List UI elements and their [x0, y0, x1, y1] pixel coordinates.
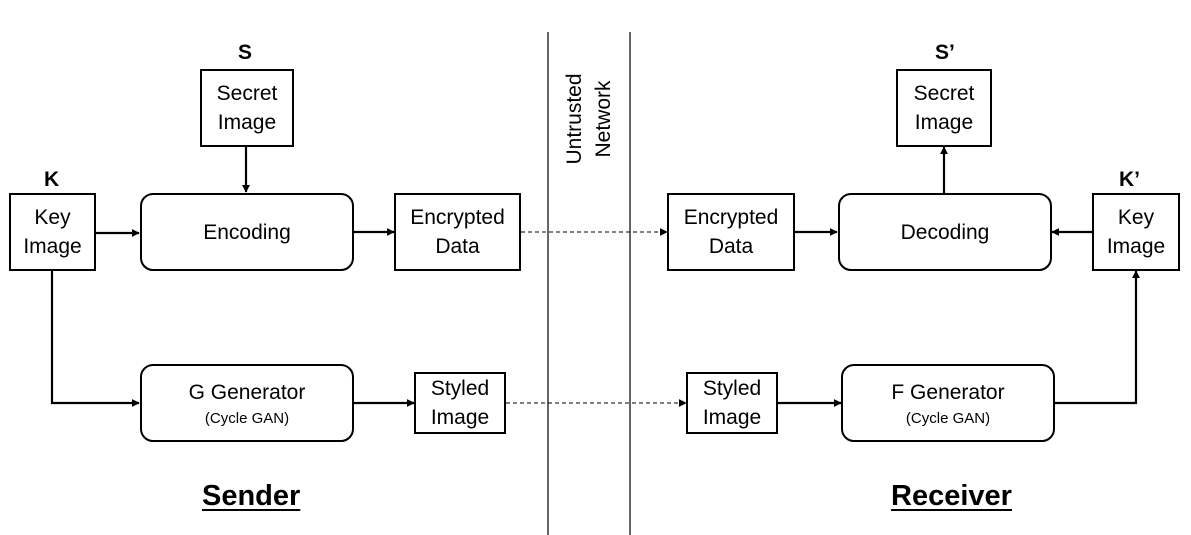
sender-secret-image-box: Secret Image	[200, 69, 294, 147]
sender-encrypted-data-box: Encrypted Data	[394, 193, 521, 271]
sender-encrypted-data-text: Encrypted Data	[410, 206, 505, 258]
f-generator-text: F Generator	[891, 380, 1005, 404]
arrow-key-to-g-generator	[50, 271, 140, 407]
arrow-f-generator-to-key	[1055, 270, 1140, 405]
f-generator-box: F Generator (Cycle GAN)	[841, 364, 1055, 442]
untrusted-network-label: Untrusted Network	[563, 73, 615, 165]
receiver-key-image-text: Key Image	[1106, 206, 1166, 258]
sender-title: Sender	[202, 480, 301, 512]
sender-secret-label: S	[238, 41, 253, 64]
receiver-encrypted-data-text: Encrypted Data	[683, 206, 779, 258]
decoding-text: Decoding	[900, 220, 990, 244]
encoding-box: Encoding	[140, 193, 354, 271]
sender-styled-image-text: Styled Image	[430, 377, 490, 429]
g-generator-subtext: (Cycle GAN)	[204, 409, 290, 427]
decoding-box: Decoding	[838, 193, 1052, 271]
sender-key-image-text: Key Image	[23, 206, 82, 258]
receiver-title: Receiver	[891, 480, 1012, 512]
encoding-text: Encoding	[203, 220, 291, 244]
g-generator-box: G Generator (Cycle GAN)	[140, 364, 354, 442]
f-generator-subtext: (Cycle GAN)	[905, 409, 991, 427]
receiver-encrypted-data-box: Encrypted Data	[667, 193, 795, 271]
g-generator-text: G Generator	[188, 380, 306, 404]
sender-key-label: K	[44, 168, 60, 191]
receiver-key-label: K’	[1119, 168, 1140, 191]
sender-key-image-box: Key Image	[9, 193, 96, 271]
receiver-key-image-box: Key Image	[1092, 193, 1180, 271]
receiver-styled-image-text: Styled Image	[702, 377, 762, 429]
receiver-secret-image-box: Secret Image	[896, 69, 992, 147]
sender-secret-image-text: Secret Image	[216, 82, 278, 134]
receiver-styled-image-box: Styled Image	[686, 372, 778, 434]
sender-styled-image-box: Styled Image	[414, 372, 506, 434]
receiver-secret-label: S’	[935, 41, 955, 64]
receiver-secret-image-text: Secret Image	[913, 82, 975, 134]
